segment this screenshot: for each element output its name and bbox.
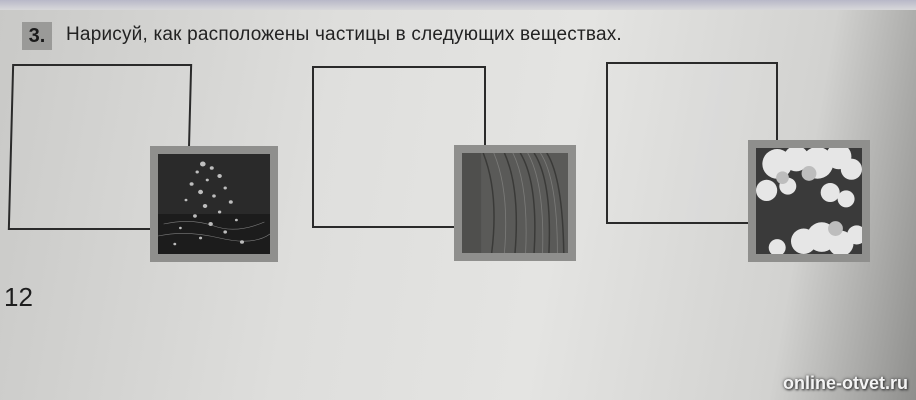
wood-photo-frame [454, 145, 576, 261]
water-photo-icon [158, 154, 270, 254]
page-top-edge [0, 0, 916, 10]
task-instruction: Нарисуй, как расположены частицы в следу… [66, 24, 622, 45]
page-number: 12 [4, 282, 33, 312]
water-photo-frame [150, 146, 278, 262]
wood-photo-icon [462, 153, 568, 253]
clouds-photo-icon [756, 148, 862, 254]
site-watermark: online-otvet.ru [783, 373, 908, 393]
clouds-photo-frame [748, 140, 870, 262]
task-number-badge: 3. [22, 22, 52, 50]
